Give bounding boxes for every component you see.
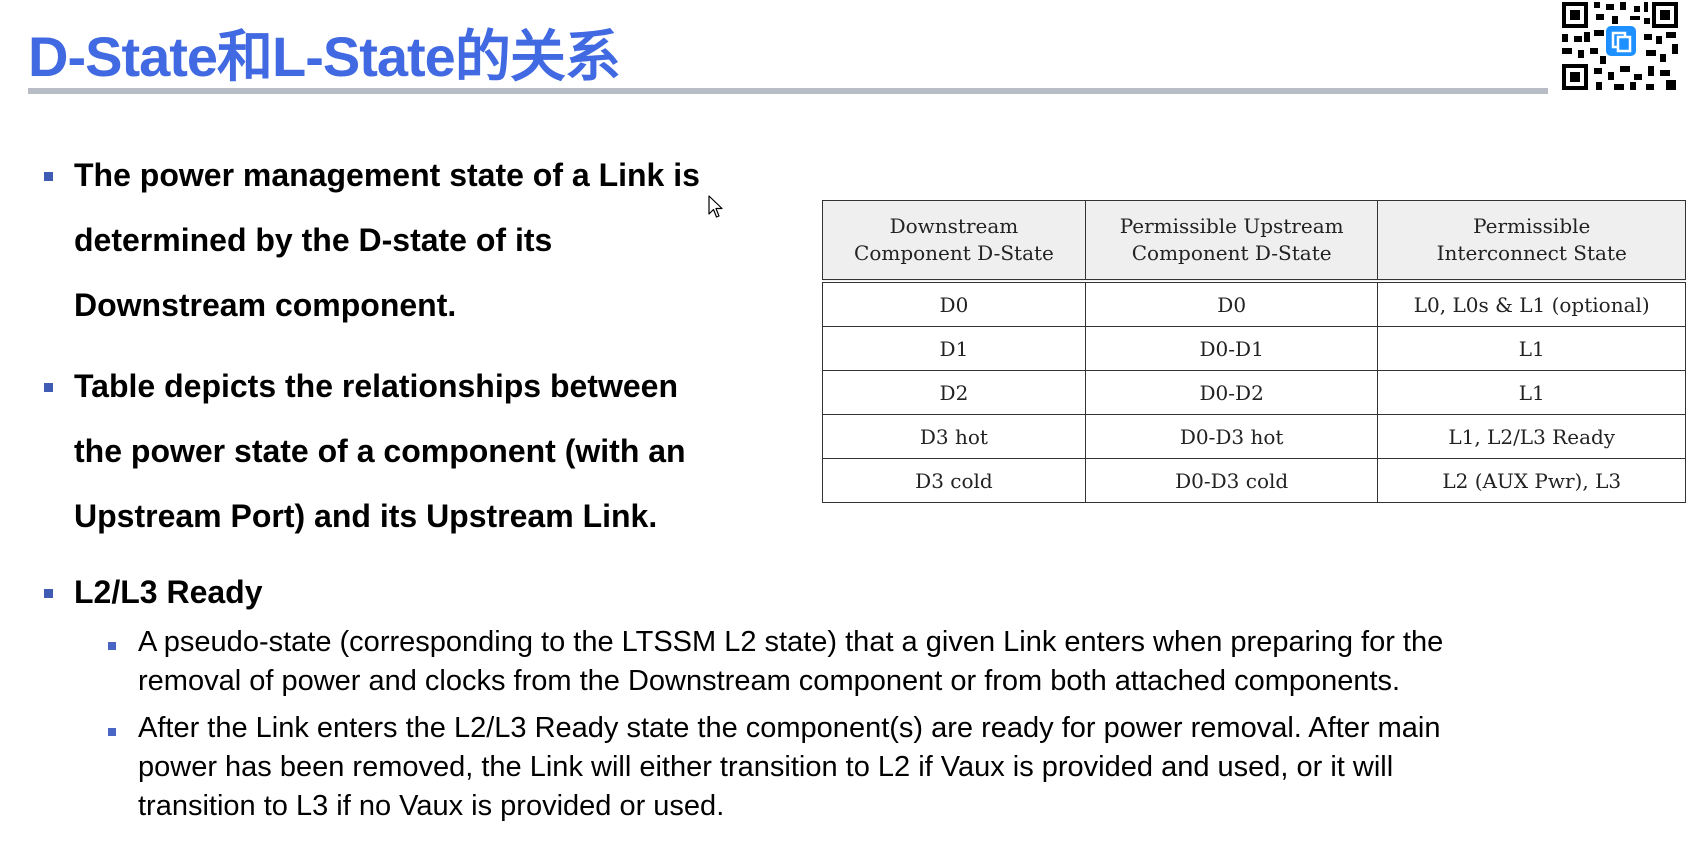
table-header-row: Downstream Component D-State Permissible… [822,200,1686,282]
table-cell: D3 hot [822,414,1086,459]
bullet-marker [44,383,53,392]
bullet-3: L2/L3 Ready [74,560,263,625]
d-state-l-state-table: Downstream Component D-State Permissible… [822,200,1686,503]
table-row: D2 D0-D2 L1 [822,370,1686,415]
header-upstream-d-state: Permissible Upstream Component D-State [1084,200,1379,282]
bullet-marker [44,172,53,181]
header-interconnect-state: Permissible Interconnect State [1377,200,1686,282]
bullet-3-line-1: L2/L3 Ready [74,574,263,610]
table-cell: D0-D1 [1084,326,1379,371]
title-underline [28,88,1548,94]
sub-bullet-2-line-1: After the Link enters the L2/L3 Ready st… [138,712,1441,744]
table-cell: D2 [822,370,1086,415]
bullet-2-line-1: Table depicts the relationships between [74,368,678,404]
table-cell: D0-D3 cold [1084,458,1379,503]
bullet-2-line-3: Upstream Port) and its Upstream Link. [74,498,658,534]
table-cell: L1, L2/L3 Ready [1377,414,1686,459]
bullet-1-line-2: determined by the D-state of its [74,222,553,258]
table-cell: D0 [822,279,1086,327]
table-cell: L0, L0s & L1 (optional) [1377,279,1686,327]
qr-code-icon [1560,0,1680,92]
table-cell: D0-D2 [1084,370,1379,415]
table-cell: D1 [822,326,1086,371]
sub-bullet-2-line-2: power has been removed, the Link will ei… [138,751,1394,783]
table-row: D0 D0 L0, L0s & L1 (optional) [822,279,1686,327]
table-row: D1 D0-D1 L1 [822,326,1686,371]
bullet-2-line-2: the power state of a component (with an [74,433,686,469]
mouse-pointer-icon [708,195,723,218]
slide-title: D-State和L-State的关系 [28,25,621,88]
sub-bullet-marker [108,728,116,736]
sub-bullet-1-line-2: removal of power and clocks from the Dow… [138,665,1401,697]
sub-bullet-marker [108,642,116,650]
table-cell: D3 cold [822,458,1086,503]
table-cell: L1 [1377,370,1686,415]
bullet-marker [44,589,53,598]
sub-bullet-2-line-3: transition to L3 if no Vaux is provided … [138,790,725,822]
sub-bullet-1: A pseudo-state (corresponding to the LTS… [138,623,1668,701]
bullet-1-line-3: Downstream component. [74,287,457,323]
bullet-1-line-1: The power management state of a Link is [74,157,700,193]
table-cell: D0-D3 hot [1084,414,1379,459]
table-cell: L2 (AUX Pwr), L3 [1377,458,1686,503]
table-cell: D0 [1084,279,1379,327]
sub-bullet-1-line-1: A pseudo-state (corresponding to the LTS… [138,626,1444,658]
header-downstream-d-state: Downstream Component D-State [822,200,1086,282]
bullet-2: Table depicts the relationships between … [74,354,686,549]
bullet-1: The power management state of a Link is … [74,143,700,338]
sub-bullet-2: After the Link enters the L2/L3 Ready st… [138,709,1668,826]
table-row: D3 hot D0-D3 hot L1, L2/L3 Ready [822,414,1686,459]
table-row: D3 cold D0-D3 cold L2 (AUX Pwr), L3 [822,458,1686,503]
table-cell: L1 [1377,326,1686,371]
